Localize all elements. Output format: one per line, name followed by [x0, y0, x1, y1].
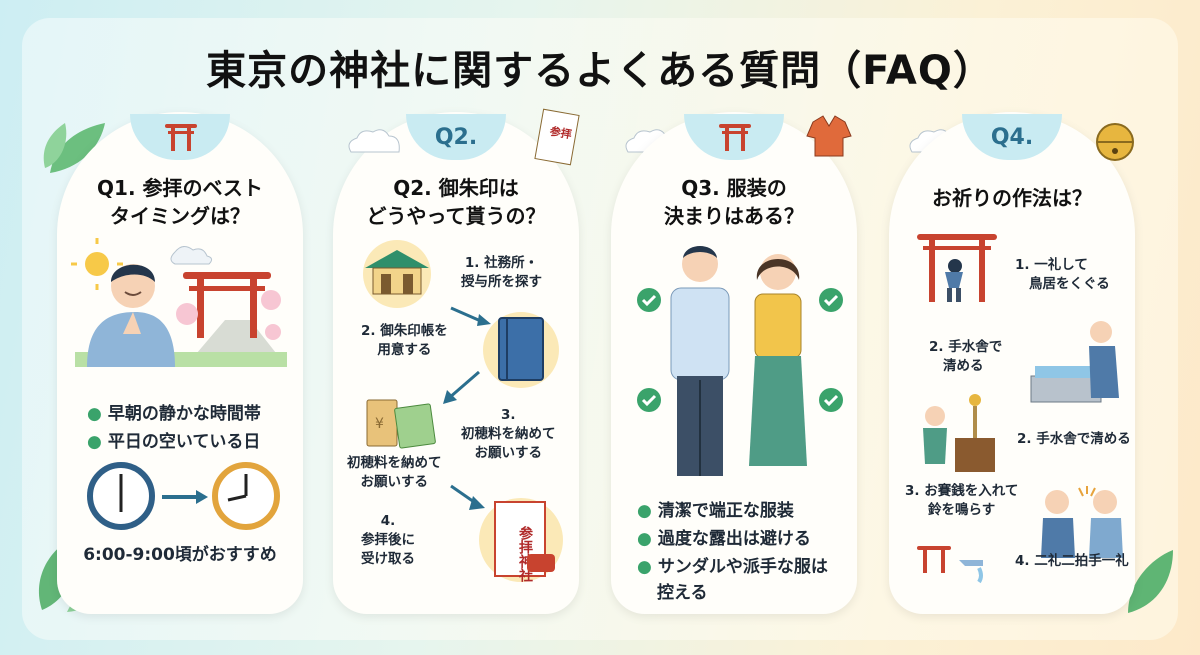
q2-title-line1: Q2. 御朱印は	[393, 176, 519, 200]
money-envelope-icon: ¥	[366, 399, 436, 449]
faq-card-q1: Q1. 参拝のベスト タイミングは？ ●早朝の静かな時間帯 ●平日の空いている日	[57, 112, 303, 614]
card-badge: Q4.	[962, 114, 1062, 160]
cloud-decoration	[348, 129, 400, 153]
bell-icon	[1096, 123, 1134, 161]
card-badge: Q2.	[406, 114, 506, 160]
q2-badge-label: Q2.	[434, 124, 478, 150]
torii-bow-illustration	[917, 234, 997, 302]
check-icon	[637, 288, 661, 312]
q4-title: お祈りの作法は？	[932, 186, 1092, 210]
q2-step-3-caption: 初穂料を納めてお願いする	[347, 455, 442, 490]
check-icon	[819, 388, 843, 412]
q1-title-line2: タイミングは？	[110, 204, 250, 228]
happi-coat-icon	[806, 115, 852, 157]
shrine-office-icon	[363, 240, 431, 308]
clock-early-icon	[87, 462, 155, 530]
goshuin-stamp-icon: 参拝神社	[479, 498, 563, 583]
goshuin-book-icon	[483, 312, 559, 388]
q3-title-line1: Q3. 服装の	[681, 176, 787, 200]
q1-bullet-1: ●早朝の静かな時間帯	[87, 404, 261, 424]
q3-title-line2: 決まりはある？	[664, 204, 804, 228]
q1-time-recommendation: 6:00-9:00頃がおすすめ	[83, 545, 277, 565]
praying-person-illustration	[71, 238, 287, 367]
clock-late-icon	[212, 462, 280, 530]
torii-icon	[719, 124, 751, 151]
q4-step-1: 1. 一礼して鳥居をくぐる	[1015, 257, 1110, 292]
leaf-decoration-bottomright	[1128, 550, 1173, 613]
arrow-icon	[450, 306, 491, 326]
dressed-woman-illustration	[749, 254, 807, 466]
book-text: 参拝	[549, 124, 573, 142]
q3-bullet-1: ●清潔で端正な服装	[637, 501, 794, 521]
check-icon	[637, 388, 661, 412]
q2-step-3: 3.初穂料を納めてお願いする	[461, 407, 556, 461]
q3-bullet-2: ●過度な露出は避ける	[637, 529, 811, 549]
q4-step-2: 2. 手水舎で清める	[929, 339, 1003, 374]
arrow-icon	[443, 370, 480, 404]
q2-step-1: 1. 社務所・授与所を探す	[461, 255, 542, 290]
dressed-man-illustration	[670, 246, 730, 476]
arrow-icon	[450, 484, 485, 510]
faq-card-q3: Q3. 服装の 決まりはある？ ●清潔で端正な服装 ●過度な露出は避ける ●サン…	[611, 112, 857, 614]
check-icon	[819, 288, 843, 312]
q2-step-2: 2. 御朱印帳を用意する	[361, 323, 448, 358]
offering-box-illustration	[923, 394, 995, 472]
page-title: 東京の神社に関するよくある質問（FAQ）	[206, 48, 994, 94]
torii-small-icon	[917, 546, 951, 573]
purification-fountain-illustration	[1030, 321, 1119, 403]
faq-card-q4: Q4. お祈りの作法は？ 1. 一礼して鳥居をくぐる 2. 手水舎で清める 2.…	[889, 112, 1135, 614]
q2-title-line2: どうやって貰うの？	[366, 204, 546, 228]
clapping-people-illustration	[1041, 486, 1123, 558]
water-tap-icon	[959, 560, 983, 584]
goshuin-book-small-icon: 参拝	[534, 108, 580, 166]
q3-bullet-3: ●サンダルや派手な服は	[637, 557, 828, 577]
faq-card-q2: Q2. Q2. 御朱印は どうやって貰うの？ 1. 社務所・授与所を探す 2. …	[333, 108, 580, 614]
torii-icon	[165, 124, 197, 151]
card-badge	[684, 114, 784, 160]
q2-step-4: 4.参拝後に受け取る	[361, 513, 415, 567]
q4-step-2-repeat: 2. 手水舎で清める	[1017, 431, 1131, 447]
q4-step-4: 4. 二礼二拍手一礼	[1015, 553, 1129, 569]
q3-bullet-3-cont: 控える	[657, 583, 708, 603]
q1-bullet-2: ●平日の空いている日	[87, 432, 261, 452]
leaf-decoration-topleft	[43, 123, 105, 173]
card-badge	[130, 114, 230, 160]
q4-step-3: 3. お賽銭を入れて鈴を鳴らす	[905, 483, 1019, 518]
arrow-right-icon	[162, 490, 208, 504]
svg-text:¥: ¥	[375, 416, 384, 432]
q4-badge-label: Q4.	[990, 124, 1034, 150]
q1-title-line1: Q1. 参拝のベスト	[97, 176, 263, 200]
